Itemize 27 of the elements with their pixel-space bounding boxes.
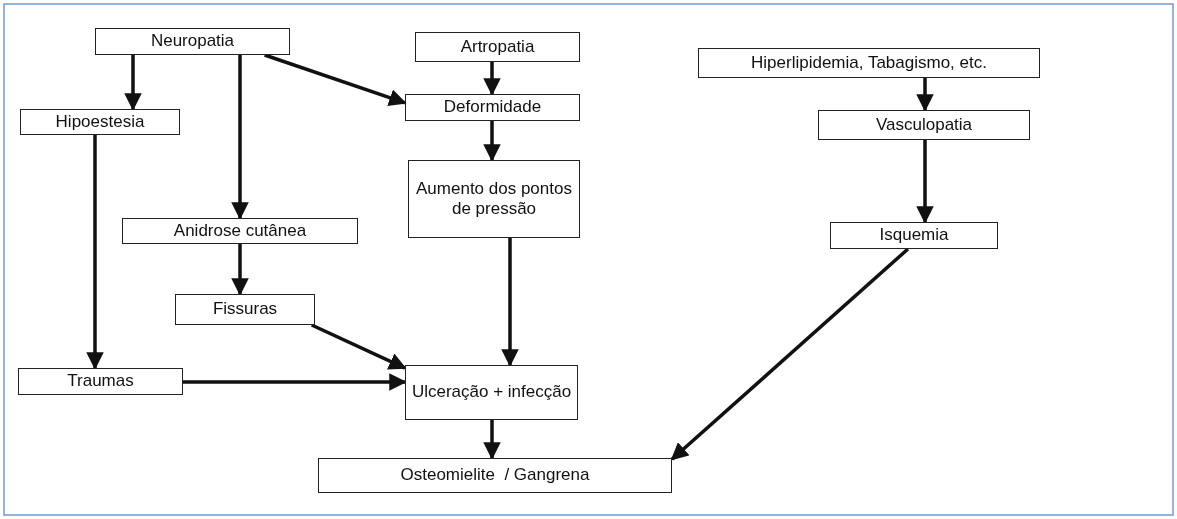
arrow (916, 78, 934, 112)
arrow (483, 62, 501, 96)
arrow (231, 244, 249, 296)
process-box: Neuropatia (95, 28, 290, 55)
process-box: Deformidade (405, 94, 580, 121)
process-box: Ulceração + infecção (405, 365, 578, 420)
arrow (231, 55, 249, 220)
process-box: Aumento dos pontos de pressão (408, 160, 580, 238)
process-box: Anidrose cutânea (122, 218, 358, 244)
arrow (183, 373, 407, 391)
arrow (86, 135, 104, 370)
arrow (483, 420, 501, 460)
process-box: Isquemia (830, 222, 998, 249)
process-box: Fissuras (175, 294, 315, 325)
arrow (264, 53, 407, 107)
process-box: Osteomielite / Gangrena (318, 458, 672, 493)
arrow (124, 55, 142, 111)
arrow (310, 323, 407, 370)
process-box: Traumas (18, 368, 183, 395)
process-box: Artropatia (415, 32, 580, 62)
arrow (670, 247, 910, 461)
process-box: Hipoestesia (20, 109, 180, 135)
arrow (916, 140, 934, 224)
process-box: Vasculopatia (818, 110, 1030, 140)
process-box: Hiperlipidemia, Tabagismo, etc. (698, 48, 1040, 78)
arrow (501, 238, 519, 367)
arrow (483, 121, 501, 162)
